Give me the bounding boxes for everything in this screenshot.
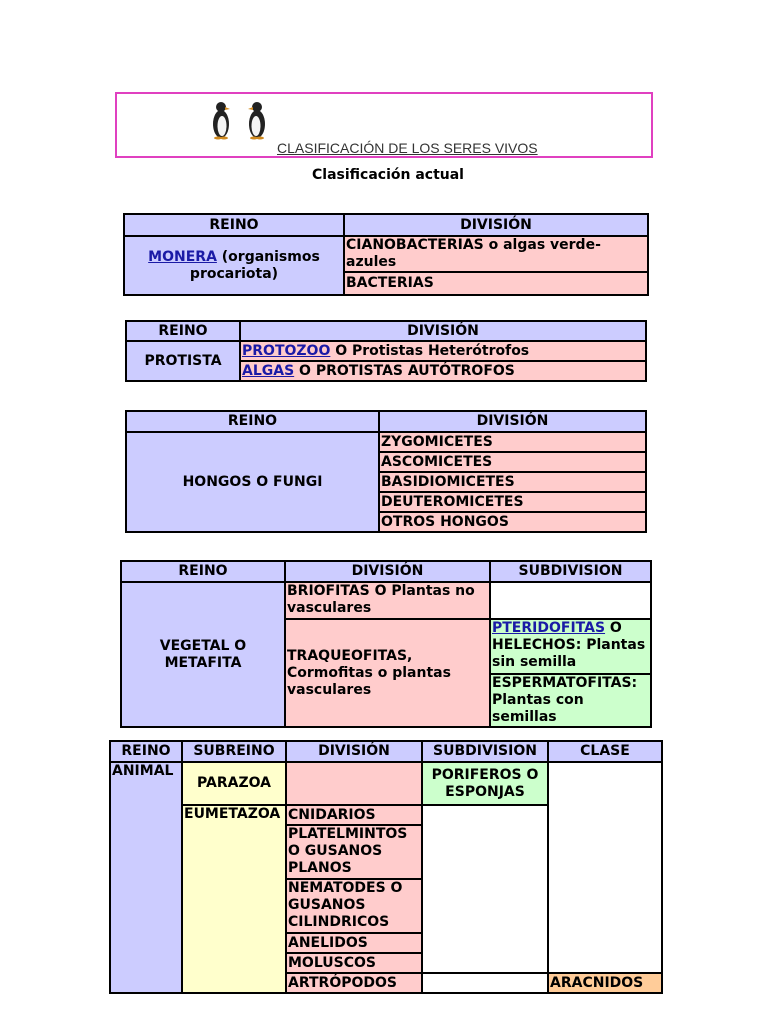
protista-table: REINO DIVISIÓN PROTISTA PROTOZOO O Proti… bbox=[125, 320, 647, 382]
vegetal-table: REINO DIVISIÓN SUBDIVISION VEGETAL O MET… bbox=[120, 560, 652, 728]
column-header: DIVISIÓN bbox=[239, 320, 647, 342]
monera-link[interactable]: MONERA bbox=[148, 248, 217, 265]
reino-description: (organismos procariota) bbox=[189, 248, 320, 282]
column-header: DIVISIÓN bbox=[285, 740, 423, 763]
division-cell: ZYGOMICETES bbox=[378, 431, 647, 453]
division-cell: CNIDARIOS bbox=[285, 804, 423, 826]
column-header: REINO bbox=[109, 740, 183, 763]
division-cell: CIANOBACTERIAS o algas verde-azules bbox=[343, 235, 649, 273]
reino-cell: VEGETAL O METAFITA bbox=[120, 581, 286, 728]
division-cell: BACTERIAS bbox=[343, 271, 649, 296]
reino-cell: ANIMAL bbox=[109, 761, 183, 994]
subreino-cell: PARAZOA bbox=[181, 761, 287, 806]
protozoo-link[interactable]: PROTOZOO bbox=[242, 342, 331, 359]
division-cell: OTROS HONGOS bbox=[378, 511, 647, 533]
monera-table: REINO DIVISIÓN MONERA (organismos procar… bbox=[123, 213, 649, 296]
division-cell bbox=[285, 761, 423, 806]
penguin-icon bbox=[248, 102, 265, 140]
division-text: O PROTISTAS AUTÓTROFOS bbox=[294, 362, 515, 379]
division-cell: ASCOMICETES bbox=[378, 451, 647, 473]
subdivision-cell: PTERIDOFITAS O HELECHOS: Plantas sin sem… bbox=[489, 618, 652, 675]
division-cell: BRIOFITAS O Plantas no vasculares bbox=[284, 581, 491, 620]
division-cell: PROTOZOO O Protistas Heterótrofos bbox=[239, 340, 647, 362]
column-header: REINO bbox=[125, 410, 380, 433]
subdivision-cell: PORIFEROS O ESPONJAS bbox=[421, 761, 549, 806]
subdivision-cell: ESPERMATOFITAS: Plantas con semillas bbox=[489, 673, 652, 728]
empty-cell bbox=[421, 972, 549, 994]
column-header: REINO bbox=[120, 560, 286, 583]
division-cell: MOLUSCOS bbox=[285, 952, 423, 974]
column-header: DIVISIÓN bbox=[284, 560, 491, 583]
division-cell: BASIDIOMICETES bbox=[378, 471, 647, 493]
title-box: CLASIFICACIÓN DE LOS SERES VIVOS bbox=[115, 92, 653, 158]
subreino-cell: EUMETAZOA bbox=[181, 804, 287, 994]
division-cell: ALGAS O PROTISTAS AUTÓTROFOS bbox=[239, 360, 647, 382]
penguin-icon bbox=[213, 102, 230, 140]
column-header: DIVISIÓN bbox=[343, 213, 649, 237]
division-text: O Protistas Heterótrofos bbox=[330, 342, 530, 359]
empty-cell bbox=[489, 581, 652, 620]
subdivision-text: O HELECHOS: Plantas sin semilla bbox=[492, 620, 646, 670]
hongos-table: REINO DIVISIÓN HONGOS O FUNGI ZYGOMICETE… bbox=[125, 410, 647, 533]
division-cell: ARTRÓPODOS bbox=[285, 972, 423, 994]
empty-cell bbox=[421, 804, 549, 974]
page-subtitle: Clasificación actual bbox=[312, 167, 464, 183]
page-title[interactable]: CLASIFICACIÓN DE LOS SERES VIVOS bbox=[277, 140, 538, 156]
reino-cell: HONGOS O FUNGI bbox=[125, 431, 380, 533]
column-header: CLASE bbox=[547, 740, 663, 763]
division-cell: PLATELMINTOS O GUSANOS PLANOS bbox=[285, 824, 423, 880]
column-header: SUBDIVISION bbox=[421, 740, 549, 763]
reino-cell: MONERA (organismos procariota) bbox=[123, 235, 345, 296]
division-cell: NEMATODES O GUSANOS CILINDRICOS bbox=[285, 878, 423, 934]
column-header: DIVISIÓN bbox=[378, 410, 647, 433]
animal-table: REINO SUBREINO DIVISIÓN SUBDIVISION CLAS… bbox=[109, 740, 663, 994]
division-cell: ANELIDOS bbox=[285, 932, 423, 954]
algas-link[interactable]: ALGAS bbox=[242, 362, 295, 379]
column-header: SUBREINO bbox=[181, 740, 287, 763]
column-header: SUBDIVISION bbox=[489, 560, 652, 583]
column-header: REINO bbox=[125, 320, 241, 342]
empty-cell bbox=[547, 761, 663, 974]
column-header: REINO bbox=[123, 213, 345, 237]
division-cell: TRAQUEOFITAS, Cormofitas o plantas vascu… bbox=[284, 618, 491, 728]
reino-cell: PROTISTA bbox=[125, 340, 241, 382]
pteridofitas-link[interactable]: PTERIDOFITAS bbox=[492, 620, 606, 636]
clase-cell: ARACNIDOS bbox=[547, 972, 663, 994]
division-cell: DEUTEROMICETES bbox=[378, 491, 647, 513]
